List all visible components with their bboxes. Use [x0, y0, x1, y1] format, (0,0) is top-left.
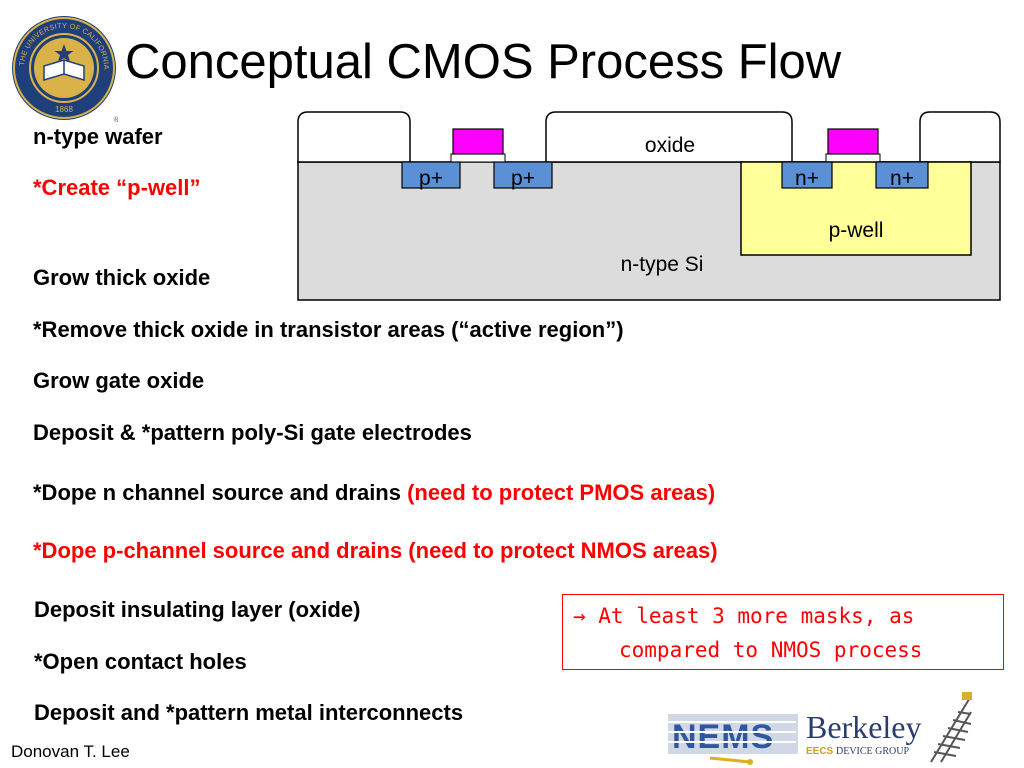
callout-line-2: compared to NMOS process	[619, 638, 923, 662]
n-plus-label-2: n+	[890, 167, 914, 190]
step-create-p-well: *Create “p-well”	[33, 175, 201, 200]
p-well-region	[740, 161, 972, 256]
p-plus-label-2: p+	[511, 167, 535, 190]
field-oxide-center	[545, 111, 793, 163]
berkeley-wordmark: Berkeley	[806, 709, 922, 745]
poly-gate-nmos	[827, 128, 879, 155]
step-dope-p-channel: *Dope p-channel source and drains (need …	[33, 538, 718, 563]
author-name: Donovan T. Lee	[11, 742, 130, 761]
callout-line-1: → At least 3 more masks, as	[573, 604, 915, 628]
step-n-type-wafer: n-type wafer	[33, 124, 163, 149]
eecs-text: EECS	[806, 746, 834, 757]
field-oxide-right	[919, 111, 1001, 163]
step-grow-thick-oxide: Grow thick oxide	[33, 265, 211, 290]
mems-spring-icon	[930, 695, 972, 763]
p-plus-source	[401, 161, 461, 189]
step-deposit-insulating: Deposit insulating layer (oxide)	[34, 597, 361, 622]
nems-wordmark: NEMS	[672, 718, 774, 756]
substrate-label: n-type Si	[621, 253, 704, 276]
nems-berkeley-logo: NEMS Berkeley EECS DEVICE GROUP	[668, 692, 972, 765]
poly-gate-pmos	[452, 128, 504, 155]
gate-oxide-nmos	[825, 153, 881, 163]
step-deposit-poly: Deposit & *pattern poly-Si gate electrod…	[33, 420, 472, 445]
cmos-cross-section-diagram: oxide p+ p+ n+ n+ p-well n-type Si	[297, 111, 1001, 301]
oxide-label: oxide	[645, 134, 695, 157]
p-plus-drain	[493, 161, 553, 189]
masks-callout-box: → At least 3 more masks, as compared to …	[562, 594, 1004, 670]
device-group-text: DEVICE GROUP	[836, 746, 909, 757]
n-plus-source	[781, 161, 833, 189]
svg-text:1868: 1868	[55, 105, 73, 114]
step-grow-gate-oxide: Grow gate oxide	[33, 368, 205, 393]
gate-oxide-pmos	[450, 153, 506, 163]
uc-seal-logo: 1868 THE UNIVERSITY OF CALIFORNIA BERKEL…	[10, 14, 118, 124]
step-deposit-metal: Deposit and *pattern metal interconnects	[34, 700, 464, 725]
p-plus-label-1: p+	[419, 167, 443, 190]
step-dope-n-channel: *Dope n channel source and drains (need …	[33, 480, 715, 506]
n-plus-label-1: n+	[795, 167, 819, 190]
slide-title: Conceptual CMOS Process Flow	[125, 35, 842, 89]
step-remove-thick-oxide: *Remove thick oxide in transistor areas …	[33, 317, 624, 342]
field-oxide-left	[297, 111, 411, 163]
svg-text:®: ®	[114, 116, 118, 124]
step-dope-n-channel-text: *Dope n channel source and drains	[33, 480, 408, 505]
step-dope-n-channel-note: (need to protect PMOS areas)	[407, 480, 716, 505]
p-well-label: p-well	[829, 219, 884, 242]
n-plus-drain	[875, 161, 929, 189]
step-open-contact-holes: *Open contact holes	[34, 649, 247, 674]
